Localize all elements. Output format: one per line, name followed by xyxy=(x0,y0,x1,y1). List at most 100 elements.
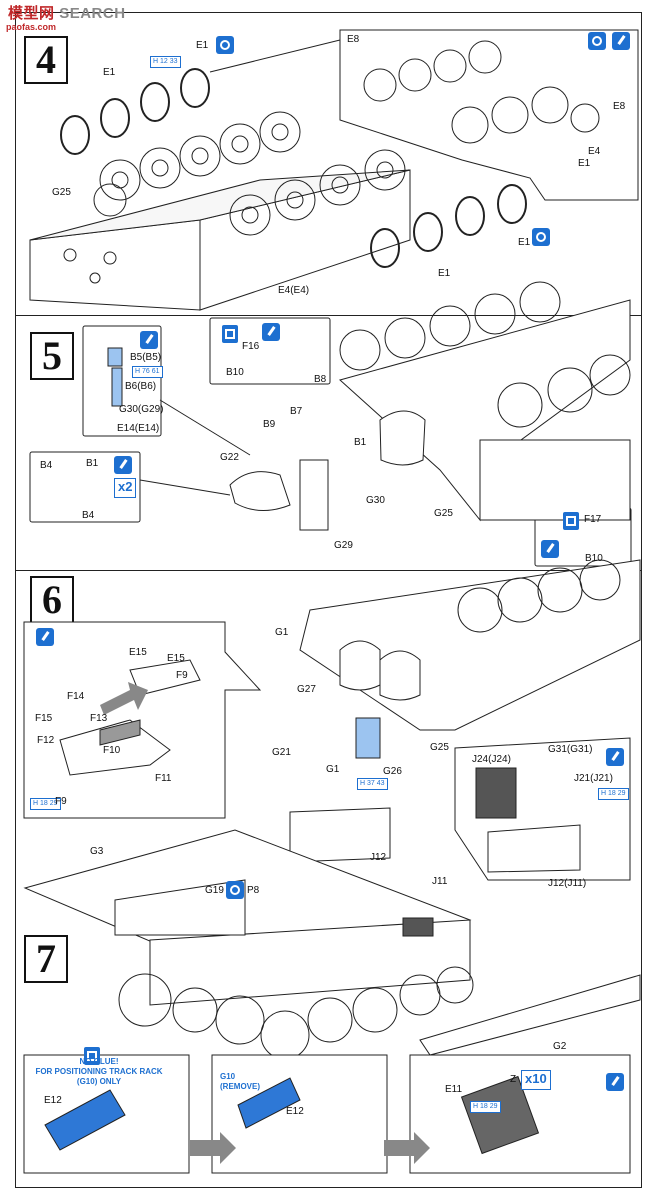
label-f14: F14 xyxy=(67,691,85,702)
paint-brush-icon xyxy=(606,748,624,766)
label-b9: B9 xyxy=(263,419,276,430)
label-f16: F16 xyxy=(242,341,260,352)
cement-icon xyxy=(226,881,244,899)
paint-code-step4: H 12 33 xyxy=(150,56,181,68)
paint-brush-icon xyxy=(114,456,132,474)
step6-hull xyxy=(299,559,641,759)
paint-brush-icon xyxy=(612,32,630,50)
step6-lever-assembly xyxy=(59,719,171,776)
label-e11: E11 xyxy=(445,1084,463,1095)
label-g19: G19 xyxy=(205,885,224,896)
paint-code-step6-b: H 37 43 xyxy=(357,778,388,790)
label-f13: F13 xyxy=(90,713,108,724)
label-g21: G21 xyxy=(272,747,291,758)
paint-brush-icon xyxy=(262,323,280,341)
paint-brush-icon xyxy=(36,628,54,646)
arrow-step6 xyxy=(100,682,148,715)
label-e1-bottom: E1 xyxy=(438,268,451,279)
step-number-5: 5 xyxy=(30,332,74,380)
label-b10-a: B10 xyxy=(226,367,244,378)
step5-hull xyxy=(338,281,631,522)
step7-hull xyxy=(23,829,641,1060)
paint-code-step6-a: H 18 29 xyxy=(30,798,61,810)
label-g26: G26 xyxy=(383,766,402,777)
label-b4-a: B4 xyxy=(40,460,53,471)
label-g25-step6: G25 xyxy=(430,742,449,753)
label-g10: G10 xyxy=(220,1072,236,1081)
label-f12: F12 xyxy=(37,735,55,746)
watermark-url: paofas.com xyxy=(6,22,57,32)
cement-icon xyxy=(532,228,550,246)
label-f10: F10 xyxy=(103,745,121,756)
label-f17: F17 xyxy=(584,514,602,525)
label-e8-b: E8 xyxy=(613,101,626,112)
multiplier-badge: x10 xyxy=(521,1070,551,1090)
step5-bumper-box xyxy=(29,451,141,523)
label-e12-b: E12 xyxy=(286,1106,304,1117)
label-b7: B7 xyxy=(290,406,303,417)
label-j11: J11 xyxy=(432,876,448,887)
step4-hull xyxy=(29,169,411,311)
label-b4-b: B4 xyxy=(82,510,95,521)
label-f15: F15 xyxy=(35,713,53,724)
label-e12-a: E12 xyxy=(44,1095,62,1106)
label-g22: G22 xyxy=(220,452,239,463)
step-number-4: 4 xyxy=(24,36,68,84)
label-e8-a: E8 xyxy=(347,34,360,45)
divider-5-6 xyxy=(15,570,642,571)
paint-code-step5: H 76 61 xyxy=(132,366,163,378)
label-b1-main: B1 xyxy=(354,437,367,448)
step4-wheels xyxy=(93,111,406,236)
label-z: Z xyxy=(510,1074,517,1085)
label-e4-e4: E4(E4) xyxy=(278,285,310,296)
label-e1-left: E1 xyxy=(103,67,116,78)
label-g1-top: G1 xyxy=(275,627,289,638)
label-b6: B6(B6) xyxy=(125,381,157,392)
label-g27: G27 xyxy=(297,684,316,695)
label-e1-top: E1 xyxy=(196,40,209,51)
label-g10-remove: (REMOVE) xyxy=(220,1082,260,1091)
page-frame xyxy=(15,12,642,1188)
label-e1-callout: E1 xyxy=(578,158,591,169)
no-glue-note: NO GLUE! FOR POSITIONING TRACK RACK (G10… xyxy=(35,1057,163,1086)
label-e4: E4 xyxy=(588,146,601,157)
label-f9-top: F9 xyxy=(176,670,188,681)
step5-bumper xyxy=(229,471,291,511)
paint-brush-icon xyxy=(541,540,559,558)
step4-tyres xyxy=(60,68,527,268)
label-j12: J12 xyxy=(370,852,387,863)
label-g25-step5: G25 xyxy=(434,508,453,519)
label-e14: E14(E14) xyxy=(117,423,160,434)
no-glue-icon xyxy=(222,325,238,343)
label-b10-b: B10 xyxy=(585,553,603,564)
watermark-logo: 模型网 SEARCH xyxy=(8,5,126,22)
label-j21: J21(J21) xyxy=(574,773,613,784)
label-b1-box: B1 xyxy=(86,458,99,469)
step5-bracket-box xyxy=(209,317,331,385)
multiplier-badge: x2 xyxy=(114,478,137,498)
label-j24: J24(J24) xyxy=(472,754,511,765)
step4-callout-wheels xyxy=(363,40,600,144)
label-g30: G30(G29) xyxy=(119,404,164,415)
label-f9-bottom: F9 xyxy=(55,796,67,807)
no-glue-icon xyxy=(84,1047,100,1065)
label-g3: G3 xyxy=(90,846,104,857)
label-p8: P8 xyxy=(247,885,260,896)
label-f11: F11 xyxy=(155,773,172,784)
no-glue-icon xyxy=(563,512,579,530)
cement-icon xyxy=(216,36,234,54)
label-g2: G2 xyxy=(553,1041,567,1052)
arrow-right-2 xyxy=(384,1132,430,1164)
paint-brush-icon xyxy=(606,1073,624,1091)
arrow-right-1 xyxy=(190,1132,236,1164)
paint-brush-icon xyxy=(140,331,158,349)
divider-4-5 xyxy=(15,315,642,316)
paint-code-step7: H 18 29 xyxy=(470,1101,501,1113)
step-number-7: 7 xyxy=(24,935,68,983)
step4-callout-box xyxy=(339,29,639,201)
paint-code-step6-c: H 18 29 xyxy=(598,788,629,800)
label-e15-b: E15 xyxy=(167,653,185,664)
label-b5: B5(B5) xyxy=(130,352,162,363)
label-e15-a: E15 xyxy=(129,647,147,658)
